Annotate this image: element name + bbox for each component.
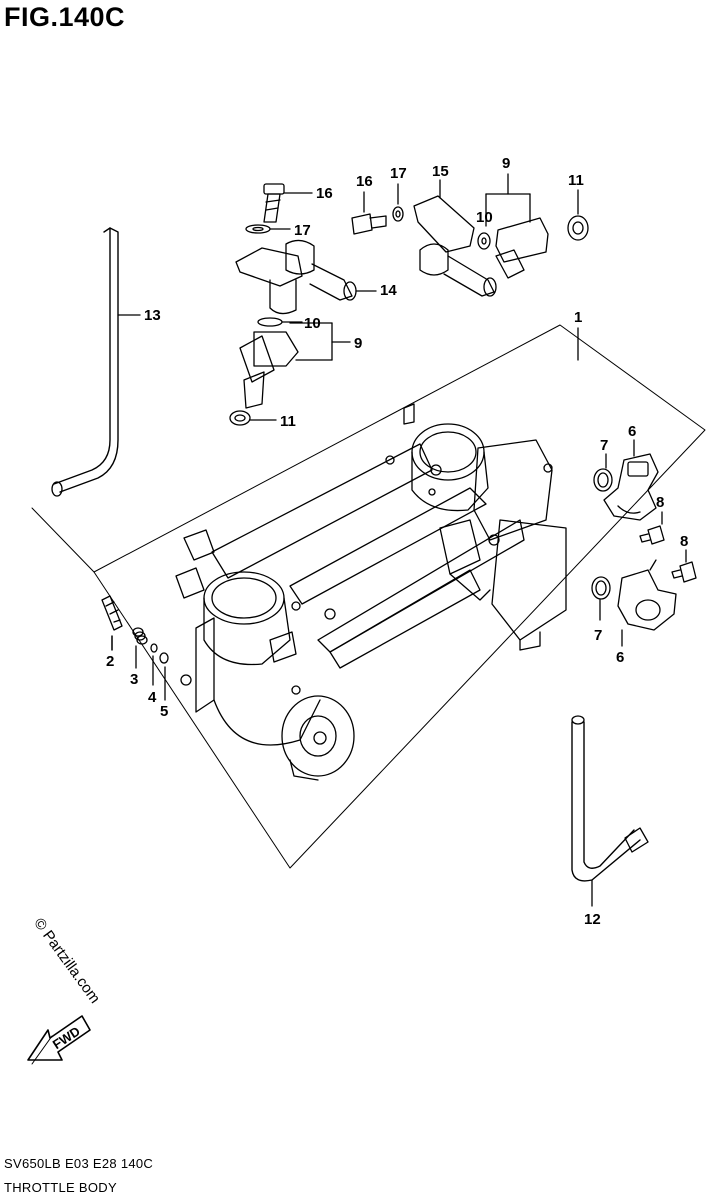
callout-9-left: 9: [354, 335, 362, 352]
callout-14: 14: [380, 282, 397, 299]
callout-3: 3: [130, 671, 138, 688]
callout-17-upper: 17: [294, 222, 311, 239]
part-11-seal-left[interactable]: [229, 410, 277, 426]
callout-5: 5: [160, 703, 168, 720]
callout-10-top: 10: [476, 209, 493, 226]
callout-17-center: 17: [390, 165, 407, 182]
part-17-washer-upper[interactable]: [245, 224, 291, 234]
callout-11-right: 11: [568, 172, 584, 189]
part-16-bolt-upper[interactable]: [263, 183, 313, 223]
part-9-injector-left[interactable]: [239, 317, 303, 409]
assembly-outline: [93, 324, 706, 869]
callout-4: 4: [148, 689, 157, 706]
callout-6-upper: 6: [628, 423, 636, 440]
callout-10-left: 10: [304, 315, 321, 332]
callout-1: 1: [574, 309, 582, 326]
figure-title: FIG.140C: [4, 2, 126, 32]
part-8-bolt-upper[interactable]: [639, 511, 665, 545]
callout-9-top: 9: [502, 155, 510, 172]
part-6-sensor-upper[interactable]: [603, 439, 659, 521]
part-3-spring[interactable]: [132, 627, 148, 669]
part-8-bolt-lower[interactable]: [671, 549, 697, 583]
diagram-code: SV650LB E03 E28 140C: [4, 1156, 154, 1171]
part-5-oring[interactable]: [159, 652, 169, 701]
leader-9-left: [289, 322, 351, 361]
part-9-injector-top[interactable]: [485, 173, 549, 279]
assembly-outline-tail: [31, 507, 95, 573]
callout-7-lower: 7: [594, 627, 602, 644]
callout-12: 12: [584, 911, 601, 928]
diagram-name: THROTTLE BODY: [4, 1180, 117, 1195]
callout-8-upper: 8: [656, 494, 664, 511]
part-1-throttle-body[interactable]: [175, 403, 567, 781]
part-7-oring-lower[interactable]: [591, 576, 611, 621]
part-16-bolt-center[interactable]: [351, 213, 387, 235]
part-6-sensor-lower[interactable]: [617, 559, 677, 647]
callout-16-center: 16: [356, 173, 373, 190]
part-17-washer-center[interactable]: [392, 206, 404, 222]
callout-16-upper: 16: [316, 185, 333, 202]
callout-2: 2: [106, 653, 114, 670]
part-15-fuel-pipe[interactable]: [413, 179, 497, 297]
callout-7-upper: 7: [600, 437, 608, 454]
fwd-arrow: FWD: [27, 1015, 91, 1065]
part-11-seal-right[interactable]: [567, 189, 589, 241]
callout-6-lower: 6: [616, 649, 624, 666]
callout-13: 13: [144, 307, 161, 324]
part-12-hose[interactable]: [571, 715, 649, 907]
part-10-oring-top[interactable]: [477, 232, 491, 250]
part-4-washer[interactable]: [150, 643, 158, 686]
callout-8-lower: 8: [680, 533, 688, 550]
callout-15: 15: [432, 163, 449, 180]
part-13-hose[interactable]: [51, 227, 141, 497]
callout-11-left: 11: [280, 413, 296, 430]
part-7-oring-upper[interactable]: [593, 453, 613, 492]
part-14-fuel-pipe[interactable]: [235, 239, 357, 315]
